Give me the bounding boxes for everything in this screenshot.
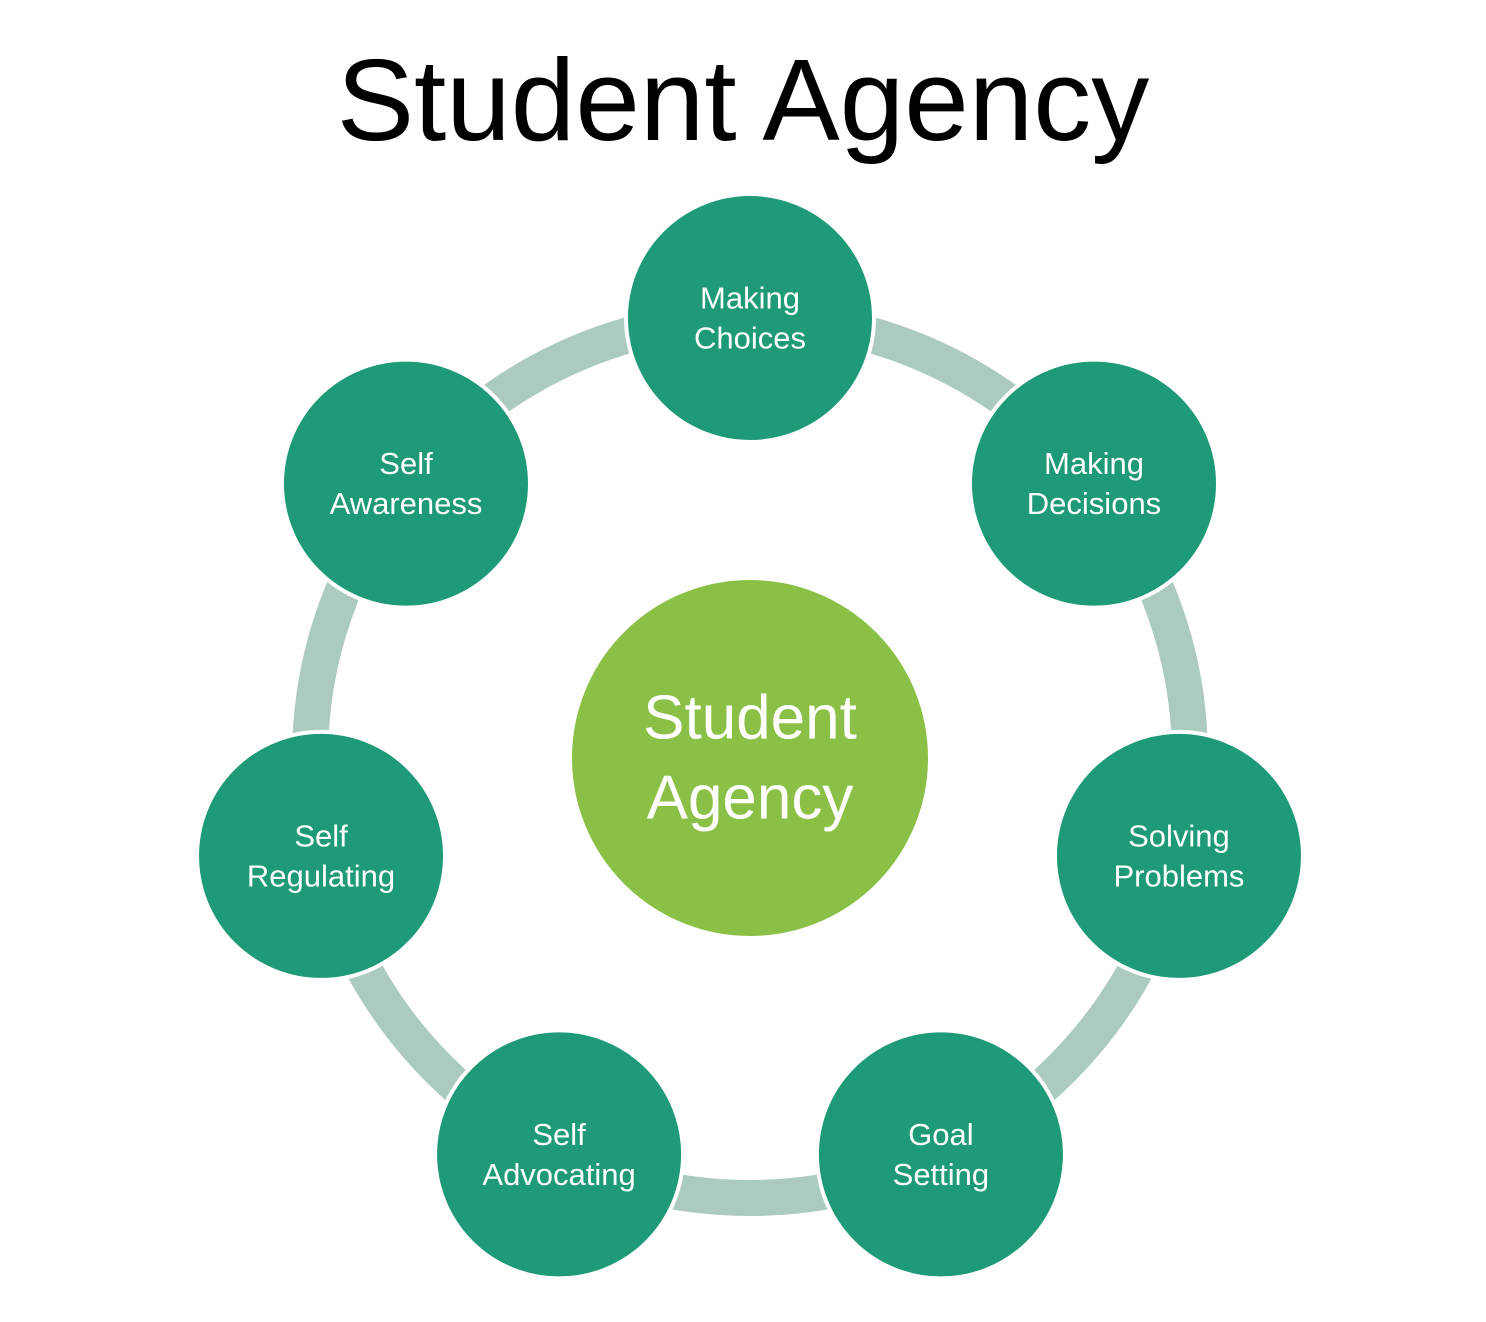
node-circle [968, 357, 1221, 610]
node-circle [814, 1028, 1067, 1281]
node-label: Decisions [1027, 486, 1161, 521]
node-label: Regulating [247, 858, 395, 893]
node-label: Making [700, 281, 800, 316]
node-label: Awareness [330, 486, 483, 521]
node-circle [195, 729, 448, 982]
cycle-nodes: MakingChoicesMakingDecisionsSolvingProbl… [195, 192, 1305, 1281]
center-circle [568, 576, 932, 940]
node-label: Choices [694, 321, 806, 356]
node-label: Self [532, 1117, 586, 1152]
node-label: Self [294, 818, 348, 853]
node-label: Solving [1128, 818, 1230, 853]
node-label: Advocating [482, 1157, 635, 1192]
node-circle [624, 192, 876, 444]
node-label: Problems [1113, 858, 1244, 893]
node-label: Making [1044, 446, 1144, 481]
node-circle [279, 357, 532, 610]
center-label: Student [643, 684, 857, 753]
node-label: Self [379, 446, 433, 481]
center-label: Agency [647, 764, 854, 833]
node-label: Setting [893, 1157, 990, 1192]
node-label: Goal [908, 1117, 973, 1152]
node-circle [433, 1028, 686, 1281]
node-circle [1052, 729, 1305, 982]
page-title: Student Agency [336, 35, 1150, 165]
